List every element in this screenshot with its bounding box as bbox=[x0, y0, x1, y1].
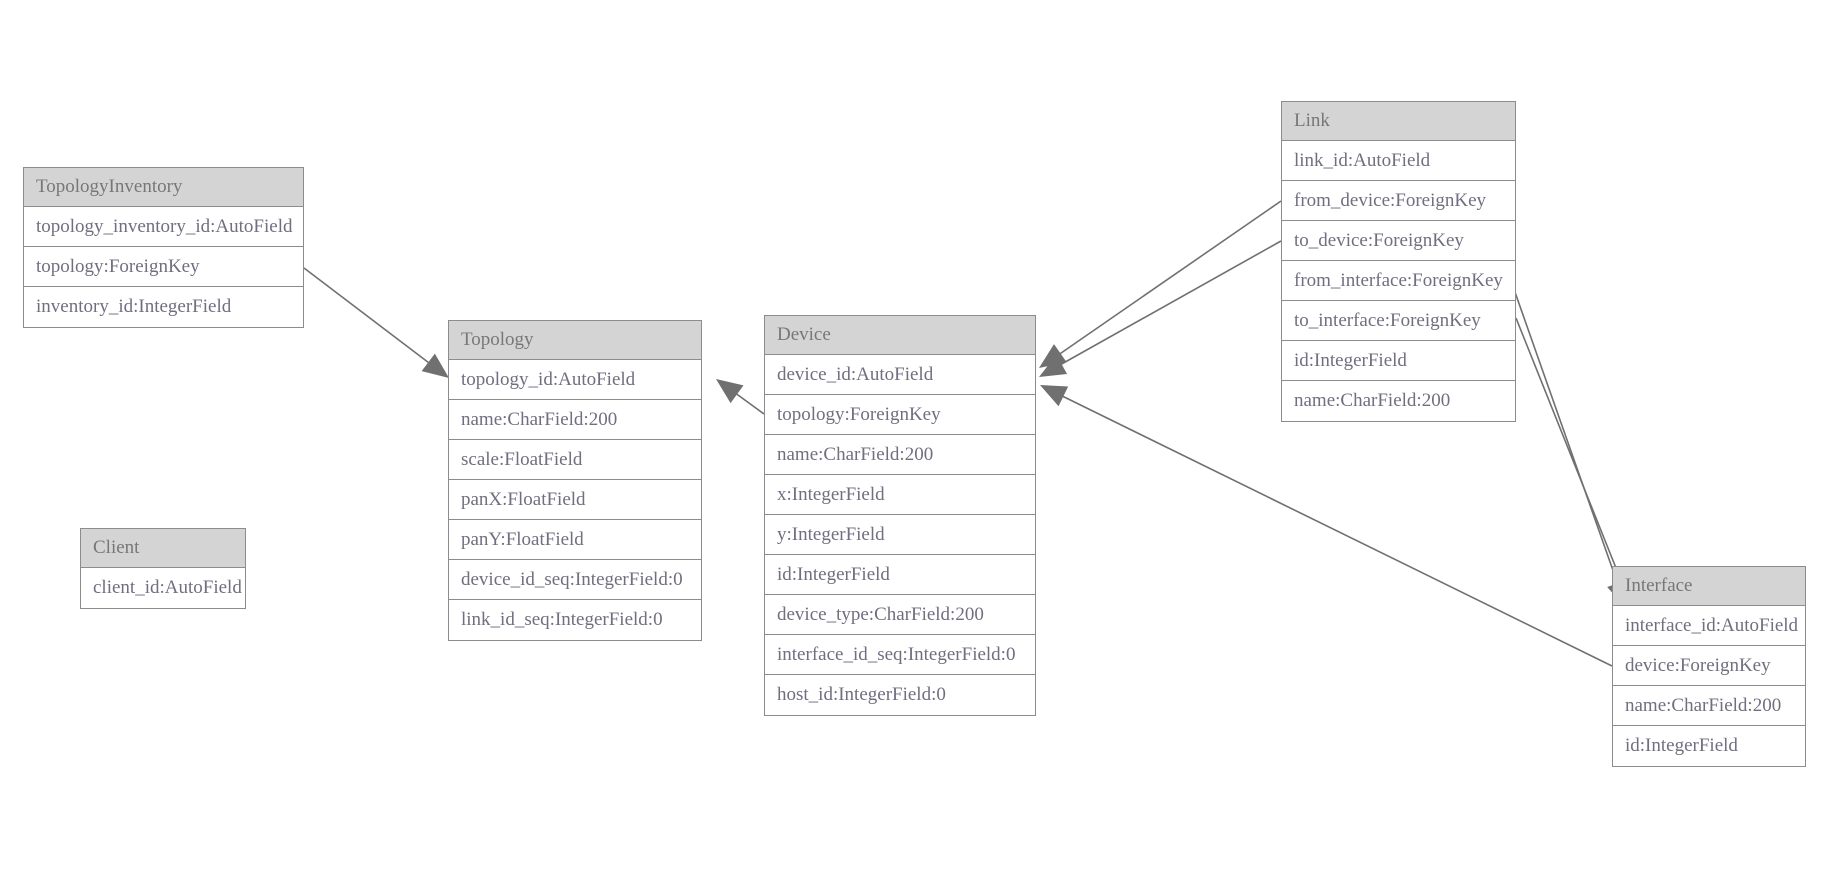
relationship-link-frominterface-interface bbox=[1509, 277, 1628, 608]
entity-field: name:CharField:200 bbox=[1282, 381, 1515, 421]
entity-field: name:CharField:200 bbox=[765, 435, 1035, 475]
relationship-line bbox=[303, 267, 438, 370]
entity-field: topology_inventory_id:AutoField bbox=[24, 207, 303, 247]
entity-title-topology: Topology bbox=[449, 321, 701, 360]
entity-field: name:CharField:200 bbox=[449, 400, 701, 440]
entity-field: id:IntegerField bbox=[1613, 726, 1805, 766]
entity-field: x:IntegerField bbox=[765, 475, 1035, 515]
entity-field: topology:ForeignKey bbox=[765, 395, 1035, 435]
relationship-line bbox=[1050, 200, 1282, 361]
entity-title-client: Client bbox=[81, 529, 245, 568]
entity-field: id:IntegerField bbox=[1282, 341, 1515, 381]
entity-title-topology_inventory: TopologyInventory bbox=[24, 168, 303, 207]
entity-field: topology_id:AutoField bbox=[449, 360, 701, 400]
entity-field: scale:FloatField bbox=[449, 440, 701, 480]
entity-field: inventory_id:IntegerField bbox=[24, 287, 303, 327]
entity-field: interface_id_seq:IntegerField:0 bbox=[765, 635, 1035, 675]
entity-field: device_id:AutoField bbox=[765, 355, 1035, 395]
entity-field: interface_id:AutoField bbox=[1613, 606, 1805, 646]
entity-field: y:IntegerField bbox=[765, 515, 1035, 555]
entity-field: link_id:AutoField bbox=[1282, 141, 1515, 181]
relationship-line bbox=[1515, 317, 1629, 599]
entity-field: client_id:AutoField bbox=[81, 568, 245, 608]
entity-title-device: Device bbox=[765, 316, 1035, 355]
entity-field: device_id_seq:IntegerField:0 bbox=[449, 560, 701, 600]
entity-field: link_id_seq:IntegerField:0 bbox=[449, 600, 701, 640]
entity-field: panY:FloatField bbox=[449, 520, 701, 560]
relationship-device-topology bbox=[716, 379, 765, 415]
entity-field: from_device:ForeignKey bbox=[1282, 181, 1515, 221]
entity-field: to_device:ForeignKey bbox=[1282, 221, 1515, 261]
relationship-arrowhead bbox=[1040, 385, 1069, 407]
relationship-line bbox=[1509, 277, 1623, 597]
entity-field: to_interface:ForeignKey bbox=[1282, 301, 1515, 341]
entity-field: topology:ForeignKey bbox=[24, 247, 303, 287]
relationship-arrowhead bbox=[1039, 354, 1068, 377]
entity-field: host_id:IntegerField:0 bbox=[765, 675, 1035, 715]
relationship-line bbox=[726, 386, 765, 415]
relationship-link-fromdevice-device bbox=[1039, 200, 1282, 368]
relationship-line bbox=[1050, 240, 1282, 371]
entity-field: id:IntegerField bbox=[765, 555, 1035, 595]
relationship-link-todevice-device bbox=[1039, 240, 1282, 377]
entity-field: device:ForeignKey bbox=[1613, 646, 1805, 686]
entity-title-interface: Interface bbox=[1613, 567, 1805, 606]
relationship-arrowhead bbox=[716, 379, 744, 404]
entity-field: device_type:CharField:200 bbox=[765, 595, 1035, 635]
entity-field: name:CharField:200 bbox=[1613, 686, 1805, 726]
entity-field: from_interface:ForeignKey bbox=[1282, 261, 1515, 301]
entity-title-link: Link bbox=[1282, 102, 1515, 141]
relationship-arrowhead bbox=[1039, 344, 1067, 368]
relationship-line bbox=[1051, 390, 1613, 667]
entity-field: panX:FloatField bbox=[449, 480, 701, 520]
relationship-topologyinventory-topology bbox=[303, 267, 449, 378]
